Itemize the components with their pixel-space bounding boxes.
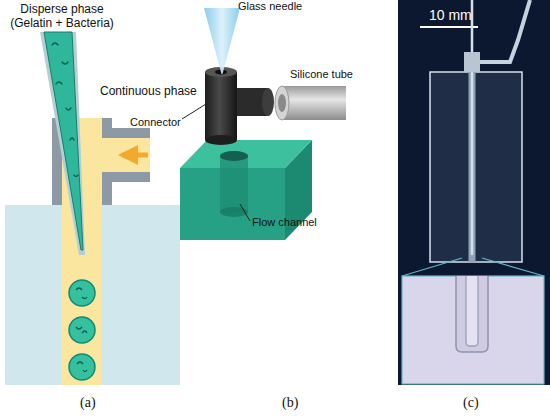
droplet bbox=[69, 354, 95, 380]
bacterium bbox=[76, 288, 87, 372]
part-label: Connector bbox=[130, 116, 181, 129]
part-label: Glass needle bbox=[238, 0, 302, 13]
phase-label: Disperse phase (Gelatin + Bacteria) bbox=[2, 2, 122, 31]
zoom-inset bbox=[402, 276, 544, 384]
zoom-line bbox=[482, 258, 544, 276]
scale-bar bbox=[420, 26, 478, 28]
leader-line bbox=[182, 104, 206, 119]
bacterium bbox=[66, 108, 71, 110]
tube-bore bbox=[278, 94, 286, 112]
glass-needle bbox=[471, 0, 474, 255]
connector-bottom bbox=[205, 135, 237, 145]
connector-body bbox=[205, 72, 237, 140]
chip-body bbox=[5, 205, 180, 385]
part-label: Flow channel bbox=[252, 216, 317, 229]
bacterium bbox=[56, 82, 62, 84]
photo-background bbox=[398, 0, 550, 385]
needle-tip bbox=[466, 276, 478, 346]
flow-channel bbox=[220, 156, 248, 212]
bacterium bbox=[62, 62, 68, 64]
droplet bbox=[69, 280, 95, 306]
disperse-phase-fluid bbox=[44, 32, 83, 250]
glass-needle bbox=[40, 32, 85, 255]
phase-label: Continuous phase bbox=[100, 84, 197, 98]
bacterium bbox=[52, 43, 58, 45]
bacterium bbox=[74, 175, 78, 177]
scale-label: 10 mm bbox=[429, 7, 472, 24]
leader-line bbox=[240, 204, 250, 221]
panel-letter: (c) bbox=[463, 395, 479, 412]
tube-end bbox=[275, 86, 289, 120]
silicone-tube bbox=[282, 86, 346, 120]
droplets bbox=[69, 280, 95, 380]
droplet bbox=[69, 317, 95, 343]
part-label: Silicone tube bbox=[290, 68, 353, 81]
chip-photo bbox=[430, 72, 522, 262]
connector-photo bbox=[464, 52, 480, 72]
channel-wall bbox=[456, 276, 488, 352]
zoom-line bbox=[402, 258, 462, 276]
panel-letter: (b) bbox=[282, 395, 298, 412]
bacteria bbox=[52, 43, 78, 177]
panel-letter: (a) bbox=[80, 395, 96, 412]
glass-needle bbox=[204, 8, 240, 74]
connector-arm-end bbox=[262, 88, 274, 116]
channel-hole bbox=[220, 151, 248, 161]
bacterium bbox=[70, 138, 74, 140]
flow-channel bbox=[220, 207, 248, 217]
flow-arrow bbox=[122, 153, 148, 158]
side-tube bbox=[480, 0, 530, 62]
